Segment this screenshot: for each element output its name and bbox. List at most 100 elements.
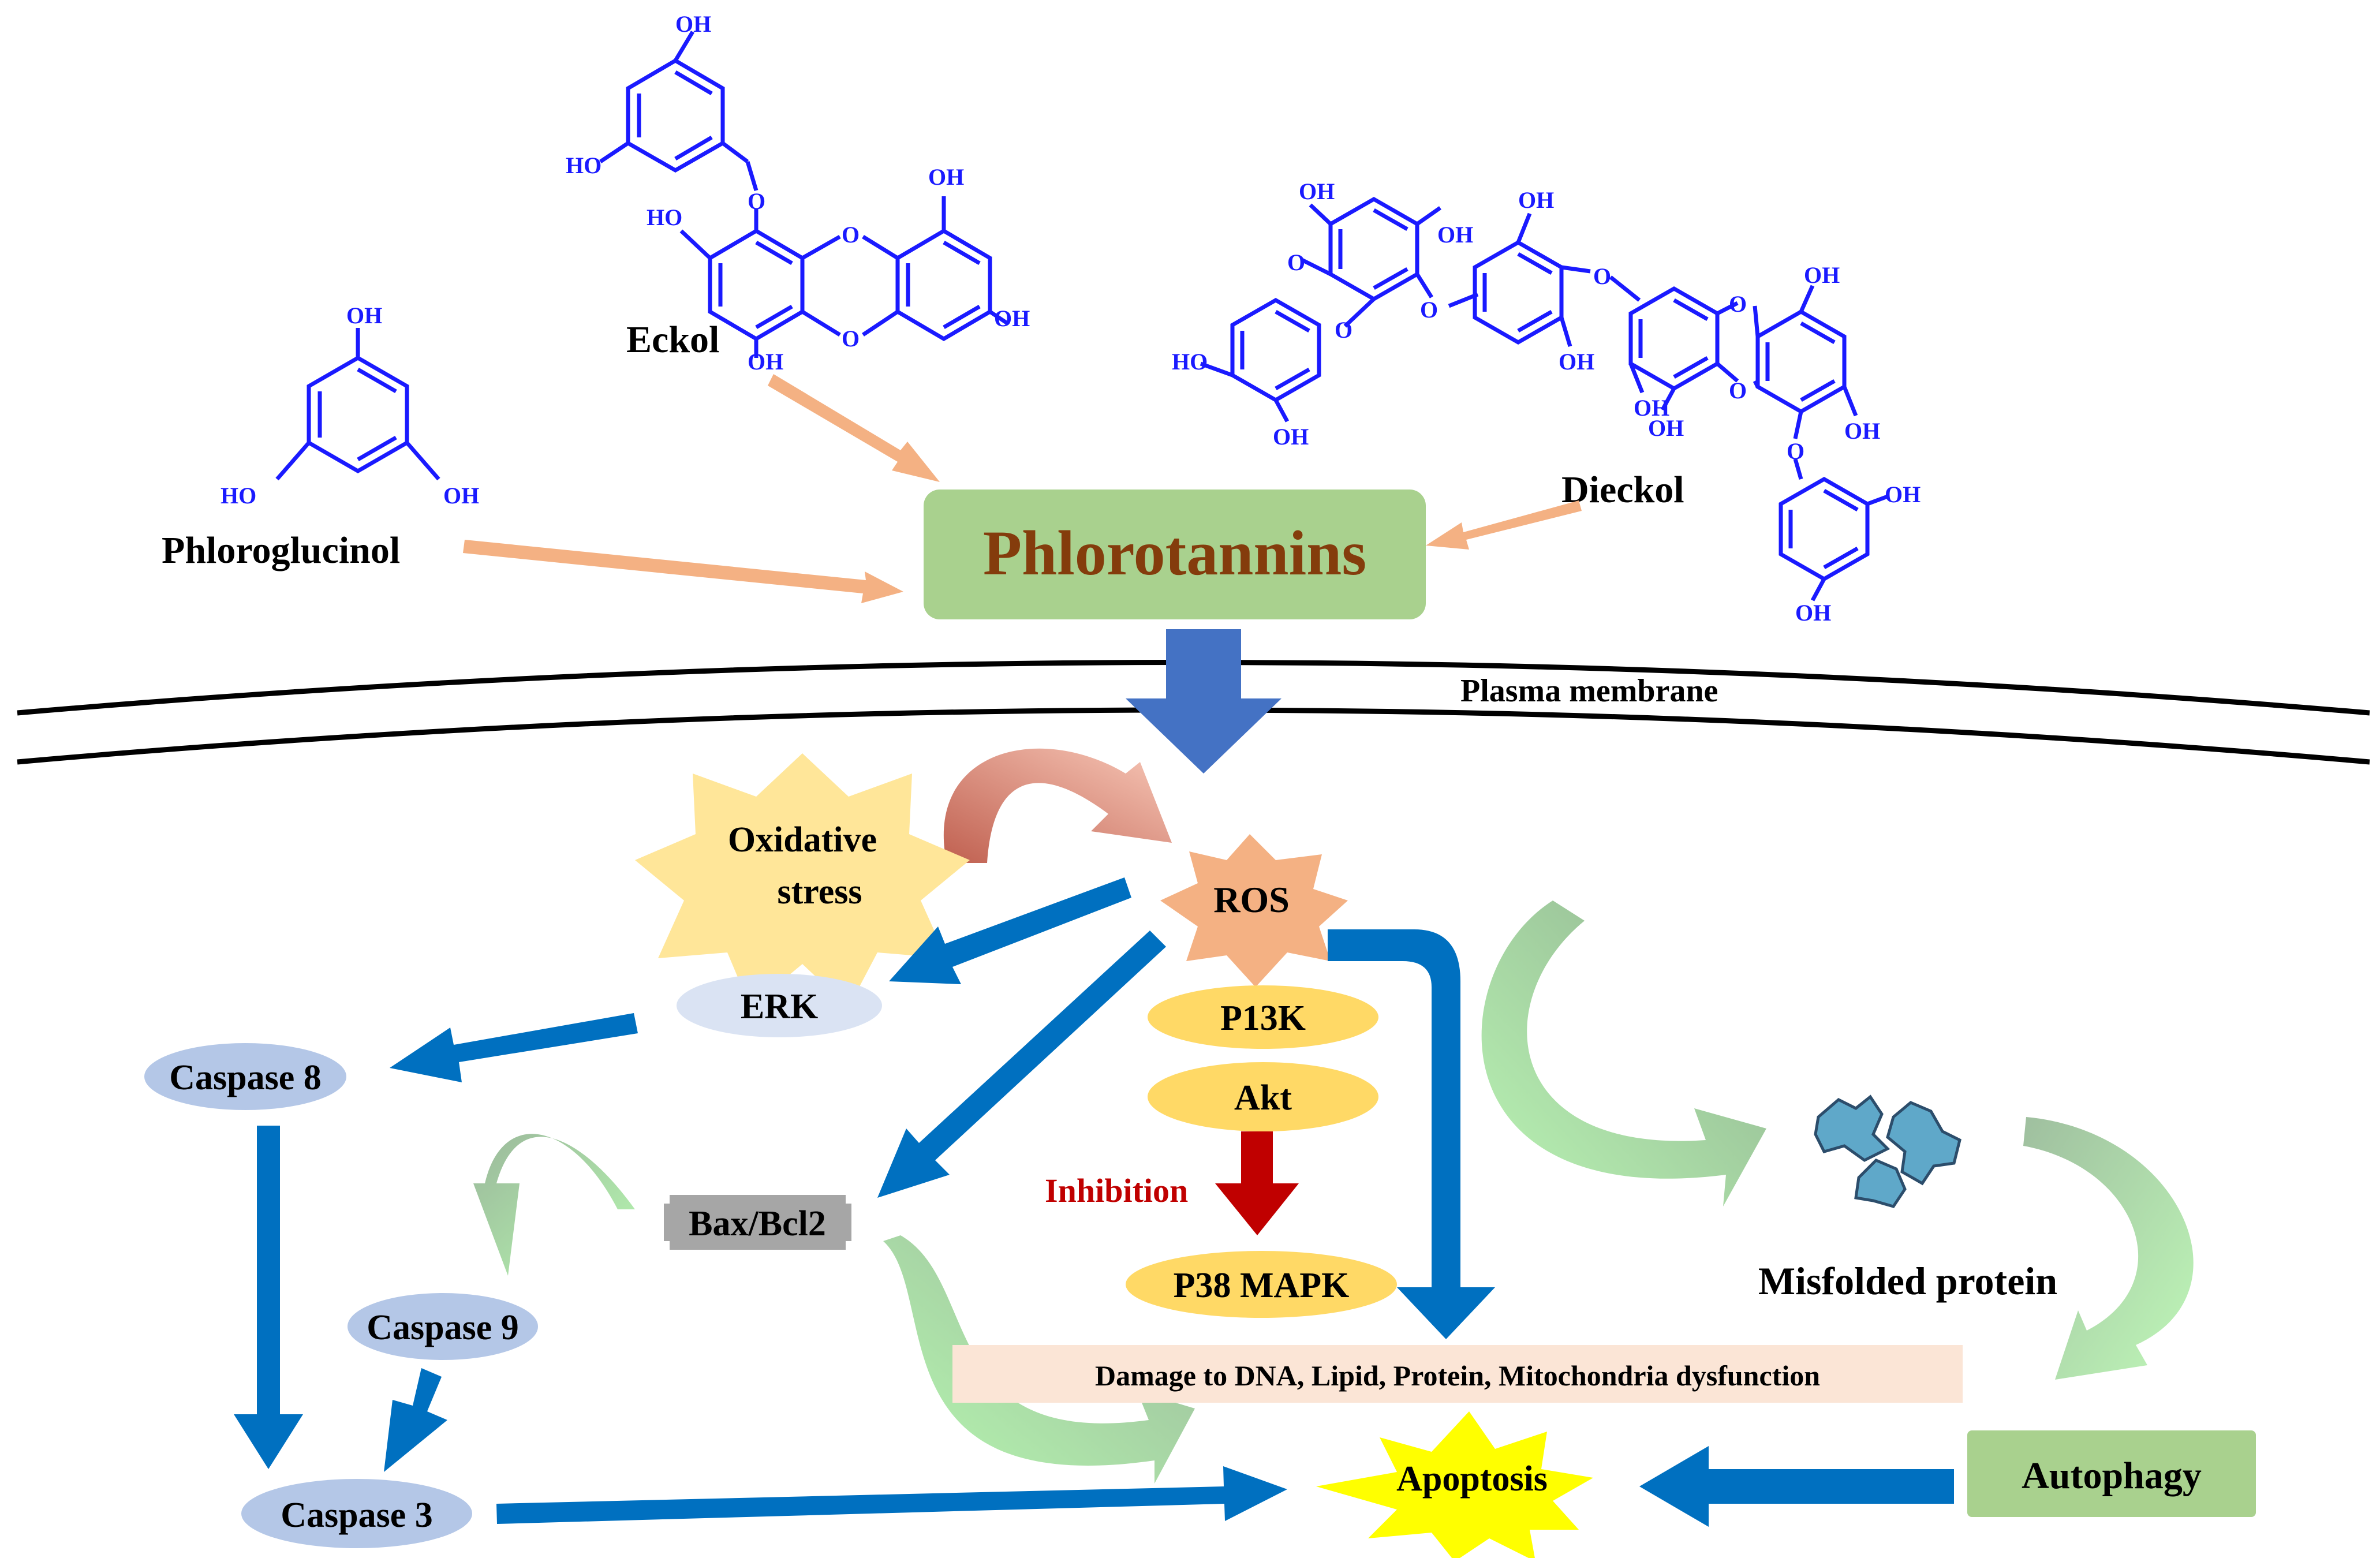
caspase8-ellipse bbox=[144, 1043, 346, 1110]
caspase3-label: Caspase 3 bbox=[281, 1496, 433, 1535]
dieckol-label: Dieckol bbox=[1561, 469, 1684, 511]
caspase9-ellipse bbox=[348, 1293, 538, 1360]
phlorotannins-box bbox=[924, 490, 1426, 619]
damage-box bbox=[952, 1345, 1963, 1403]
ros-to-erk-arrow bbox=[889, 877, 1131, 984]
caspase8-label: Caspase 8 bbox=[169, 1058, 322, 1097]
misfolded-protein-label: Misfolded protein bbox=[1758, 1259, 2057, 1303]
phlorotannins-label: Phlorotannins bbox=[983, 518, 1366, 588]
oxidative-stress-label-line1: Oxidative bbox=[728, 820, 877, 860]
akt-label: Akt bbox=[1234, 1078, 1292, 1118]
akt-node: Akt bbox=[1148, 1062, 1378, 1131]
ether-oxygen-label: O bbox=[1729, 378, 1747, 403]
ether-oxygen-label: O bbox=[1287, 249, 1305, 275]
hydroxyl-label: OH bbox=[1795, 600, 1831, 626]
caspase9-node: Caspase 9 bbox=[348, 1293, 538, 1360]
erk-label: ERK bbox=[741, 987, 818, 1026]
ether-oxygen-label: O bbox=[842, 326, 860, 352]
ether-oxygen-label: O bbox=[748, 188, 765, 214]
compound-arrows bbox=[463, 374, 1582, 603]
hydroxyl-label: OH bbox=[1437, 222, 1473, 248]
eckol-arrow bbox=[768, 374, 940, 482]
hydroxyl-label: HO bbox=[566, 152, 601, 178]
bax-to-caspase9-arrow bbox=[473, 1134, 635, 1276]
p13k-node: P13K bbox=[1148, 985, 1378, 1049]
ether-oxygen-label: O bbox=[1335, 317, 1352, 343]
hydroxyl-label: OH bbox=[675, 11, 711, 37]
ether-oxygen-label: O bbox=[1420, 297, 1438, 323]
ether-oxygen-label: O bbox=[1729, 291, 1747, 317]
p38-mapk-node: P38 MAPK bbox=[1126, 1251, 1397, 1318]
hydroxyl-label: OH bbox=[1804, 262, 1840, 288]
p13k-ellipse bbox=[1148, 985, 1378, 1049]
autophagy-label: Autophagy bbox=[2022, 1455, 2202, 1497]
caspase3-ellipse bbox=[241, 1479, 472, 1548]
eckol-label: Eckol bbox=[626, 319, 719, 361]
p38-mapk-ellipse bbox=[1126, 1251, 1397, 1318]
hydroxyl-label: OH bbox=[443, 483, 479, 509]
caspase9-to-caspase3-arrow bbox=[384, 1368, 447, 1472]
ros-node: ROS bbox=[1160, 834, 1348, 987]
oxidative-stress-label-line2: stress bbox=[778, 872, 862, 911]
bax-bcl2-label: Bax/Bcl2 bbox=[689, 1204, 826, 1243]
hydroxyl-label: OH bbox=[1844, 418, 1880, 444]
ros-label: ROS bbox=[1213, 879, 1290, 920]
apoptosis-label: Apoptosis bbox=[1396, 1459, 1548, 1499]
misfolded-to-autophagy-arrow bbox=[2023, 1117, 2194, 1380]
eckol-structure: OH HO O HO O O OH OH OH bbox=[566, 11, 1030, 375]
blue-arrows bbox=[234, 877, 1954, 1527]
hydroxyl-label: OH bbox=[1634, 395, 1669, 421]
caspase9-label: Caspase 9 bbox=[367, 1308, 519, 1347]
erk-node: ERK bbox=[677, 974, 882, 1037]
oxidative-to-ros-arrow bbox=[943, 748, 1172, 863]
hydroxyl-label: HO bbox=[221, 483, 256, 509]
bax-to-apoptosis-arrow bbox=[883, 1235, 1195, 1484]
hydroxyl-label: HO bbox=[1172, 349, 1208, 375]
phlorotannins-node: Phlorotannins bbox=[924, 490, 1426, 619]
inhibition-label: Inhibition bbox=[1045, 1172, 1188, 1209]
dieckol-structure: OH OH O O O HO OH OH OH O OH O O OH OH O… bbox=[1172, 178, 1921, 626]
caspase8-to-caspase3-arrow bbox=[234, 1126, 303, 1469]
ros-to-damage-arrow bbox=[1328, 929, 1495, 1339]
hydroxyl-label: OH bbox=[1648, 415, 1684, 441]
damage-node: Damage to DNA, Lipid, Protein, Mitochond… bbox=[952, 1345, 1963, 1403]
phloroglucinol-label: Phloroglucinol bbox=[162, 529, 400, 571]
p13k-label: P13K bbox=[1220, 999, 1306, 1038]
hydroxyl-label: OH bbox=[1559, 349, 1594, 375]
bax-bcl2-box bbox=[670, 1195, 846, 1250]
p38-mapk-label: P38 MAPK bbox=[1174, 1266, 1350, 1305]
caspase8-node: Caspase 8 bbox=[144, 1043, 346, 1110]
ether-oxygen-label: O bbox=[842, 222, 860, 248]
phloroglucinol-structure: OH HO OH bbox=[221, 302, 479, 509]
hydroxyl-label: OH bbox=[1885, 481, 1921, 507]
dieckol-arrow bbox=[1426, 500, 1582, 550]
oxidative-stress-node: Oxidative stress bbox=[635, 753, 970, 1007]
damage-label: Damage to DNA, Lipid, Protein, Mitochond… bbox=[1095, 1359, 1820, 1392]
hydroxyl-label: OH bbox=[346, 302, 382, 328]
inhibition-arrow bbox=[1215, 1131, 1299, 1235]
hydroxyl-label: HO bbox=[647, 204, 682, 230]
ros-star bbox=[1160, 834, 1348, 987]
erk-to-caspase8-arrow bbox=[390, 1013, 638, 1082]
ether-oxygen-label: O bbox=[1787, 438, 1804, 464]
misfolded-protein-node: Misfolded protein bbox=[1758, 1094, 2057, 1303]
hydroxyl-label: OH bbox=[1299, 178, 1335, 204]
hydroxyl-label: OH bbox=[994, 305, 1030, 331]
bax-bcl2-box-edge bbox=[664, 1204, 670, 1241]
hydroxyl-label: OH bbox=[928, 164, 964, 190]
apoptosis-node: Apoptosis bbox=[1316, 1411, 1593, 1558]
caspase3-to-apoptosis-arrow bbox=[496, 1466, 1287, 1524]
autophagy-node: Autophagy bbox=[1967, 1430, 2256, 1517]
apoptosis-star bbox=[1316, 1411, 1593, 1558]
ros-to-bax-arrow bbox=[877, 931, 1166, 1198]
hydroxyl-label: OH bbox=[1518, 187, 1554, 213]
bax-bcl2-node: Bax/Bcl2 bbox=[664, 1195, 851, 1250]
misfolded-protein-icon bbox=[1814, 1094, 1961, 1208]
phloroglucinol-arrow bbox=[463, 540, 903, 603]
autophagy-to-apoptosis-arrow bbox=[1639, 1446, 1954, 1527]
caspase3-node: Caspase 3 bbox=[241, 1479, 472, 1548]
plasma-membrane-label: Plasma membrane bbox=[1460, 673, 1718, 709]
autophagy-box bbox=[1967, 1430, 2256, 1517]
membrane-entry-arrow bbox=[1126, 629, 1281, 774]
